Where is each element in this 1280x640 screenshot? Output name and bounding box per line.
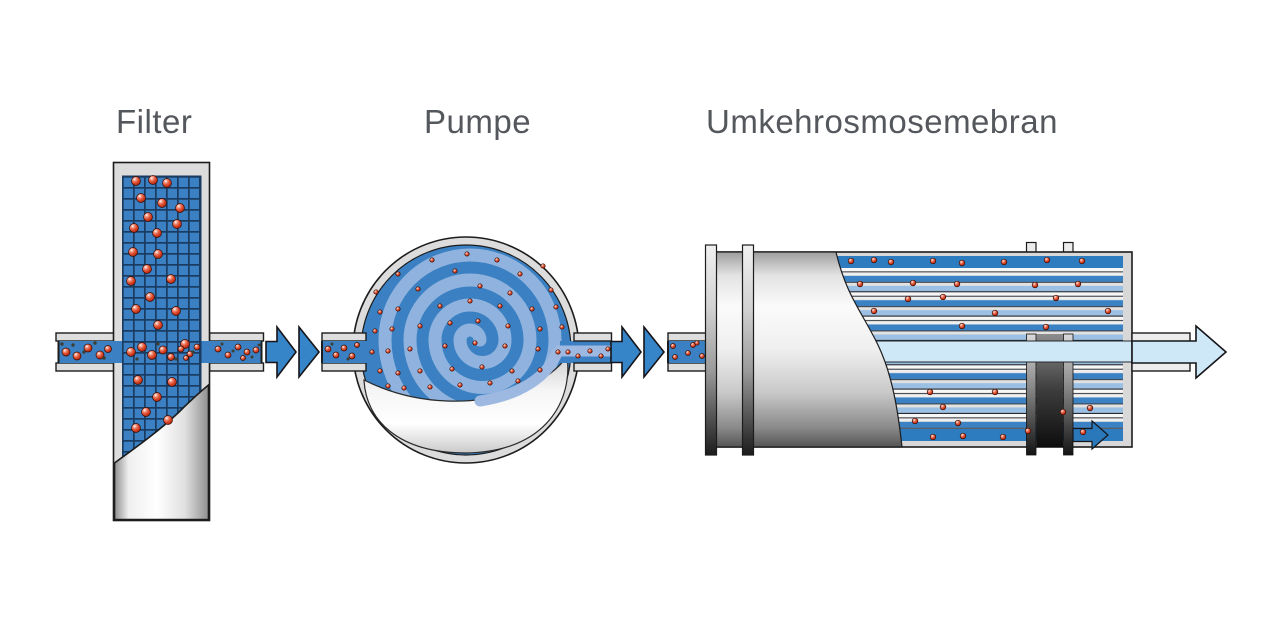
filter-outlet-casing-top: [208, 332, 265, 342]
inlet-pipe-particles: [61, 343, 112, 361]
flow-arrowhead-icon: [643, 324, 666, 380]
membrane-seal-bar: [1026, 333, 1037, 456]
membrane-flange: [741, 244, 755, 456]
pump-impeller-spiral: [378, 248, 570, 444]
flow-arrows-pump-to-membrane: [610, 324, 666, 380]
filter-junction-dots: [135, 342, 195, 361]
pump-swoosh-arc: [474, 347, 563, 407]
flow-arrow-icon: [265, 324, 298, 380]
filter-junction-particles: [126, 342, 201, 361]
pump-outlet-casing-top: [573, 332, 613, 342]
pump-particles: [369, 251, 565, 391]
pump-unit: [321, 236, 613, 464]
inlet-pipe-casing-bottom: [55, 362, 115, 372]
membrane-inlet-casing-bottom: [667, 362, 712, 372]
pump-label: Pumpe: [424, 103, 532, 140]
pump-inlet-casing-top: [321, 332, 367, 342]
membrane-unit: [667, 241, 1228, 456]
pump-inlet-casing-bottom: [321, 362, 367, 372]
filter-outlet-dots: [220, 342, 261, 359]
membrane-flange: [704, 244, 718, 456]
membrane-label: Umkehrosmosemebran: [706, 103, 1058, 140]
permeate-arrow-icon: [1131, 324, 1228, 380]
membrane-inlet-casing-top: [667, 332, 712, 342]
pump-outlet-swoosh: [556, 345, 611, 357]
permeate-channel: [862, 341, 1132, 362]
membrane-seal-bar: [1063, 333, 1074, 456]
filter-label: Filter: [116, 103, 193, 140]
membrane-shell: [710, 251, 903, 448]
filter-outlet-water: [209, 341, 262, 363]
pipe-wall-pass-left: [113, 341, 123, 363]
filter-outlet-casing-bottom: [208, 362, 265, 372]
filter-clean-section: [113, 383, 210, 521]
filter-outlet-particles: [214, 343, 260, 361]
concentrate-arrow-icon: [1072, 419, 1109, 451]
pump-outlet-particles: [565, 346, 611, 359]
pump-empty-section: [363, 354, 569, 454]
membrane-feed-channel-top: [756, 256, 1123, 268]
inlet-pipe-dots: [60, 341, 106, 360]
inlet-pipe-casing-top: [55, 332, 115, 342]
membrane-layer-particles: [847, 256, 1112, 441]
membrane-inlet-particles: [670, 340, 705, 360]
pump-inlet-particles: [324, 342, 360, 360]
filter-unit: [55, 161, 265, 522]
flow-arrows-filter-to-pump: [265, 324, 321, 380]
flow-arrow-icon: [610, 324, 643, 380]
flow-arrowhead-icon: [298, 324, 321, 380]
pipe-wall-pass-right: [201, 341, 210, 363]
pump-outlet-casing-bottom: [573, 362, 613, 372]
pump-inlet-dots: [330, 342, 350, 361]
